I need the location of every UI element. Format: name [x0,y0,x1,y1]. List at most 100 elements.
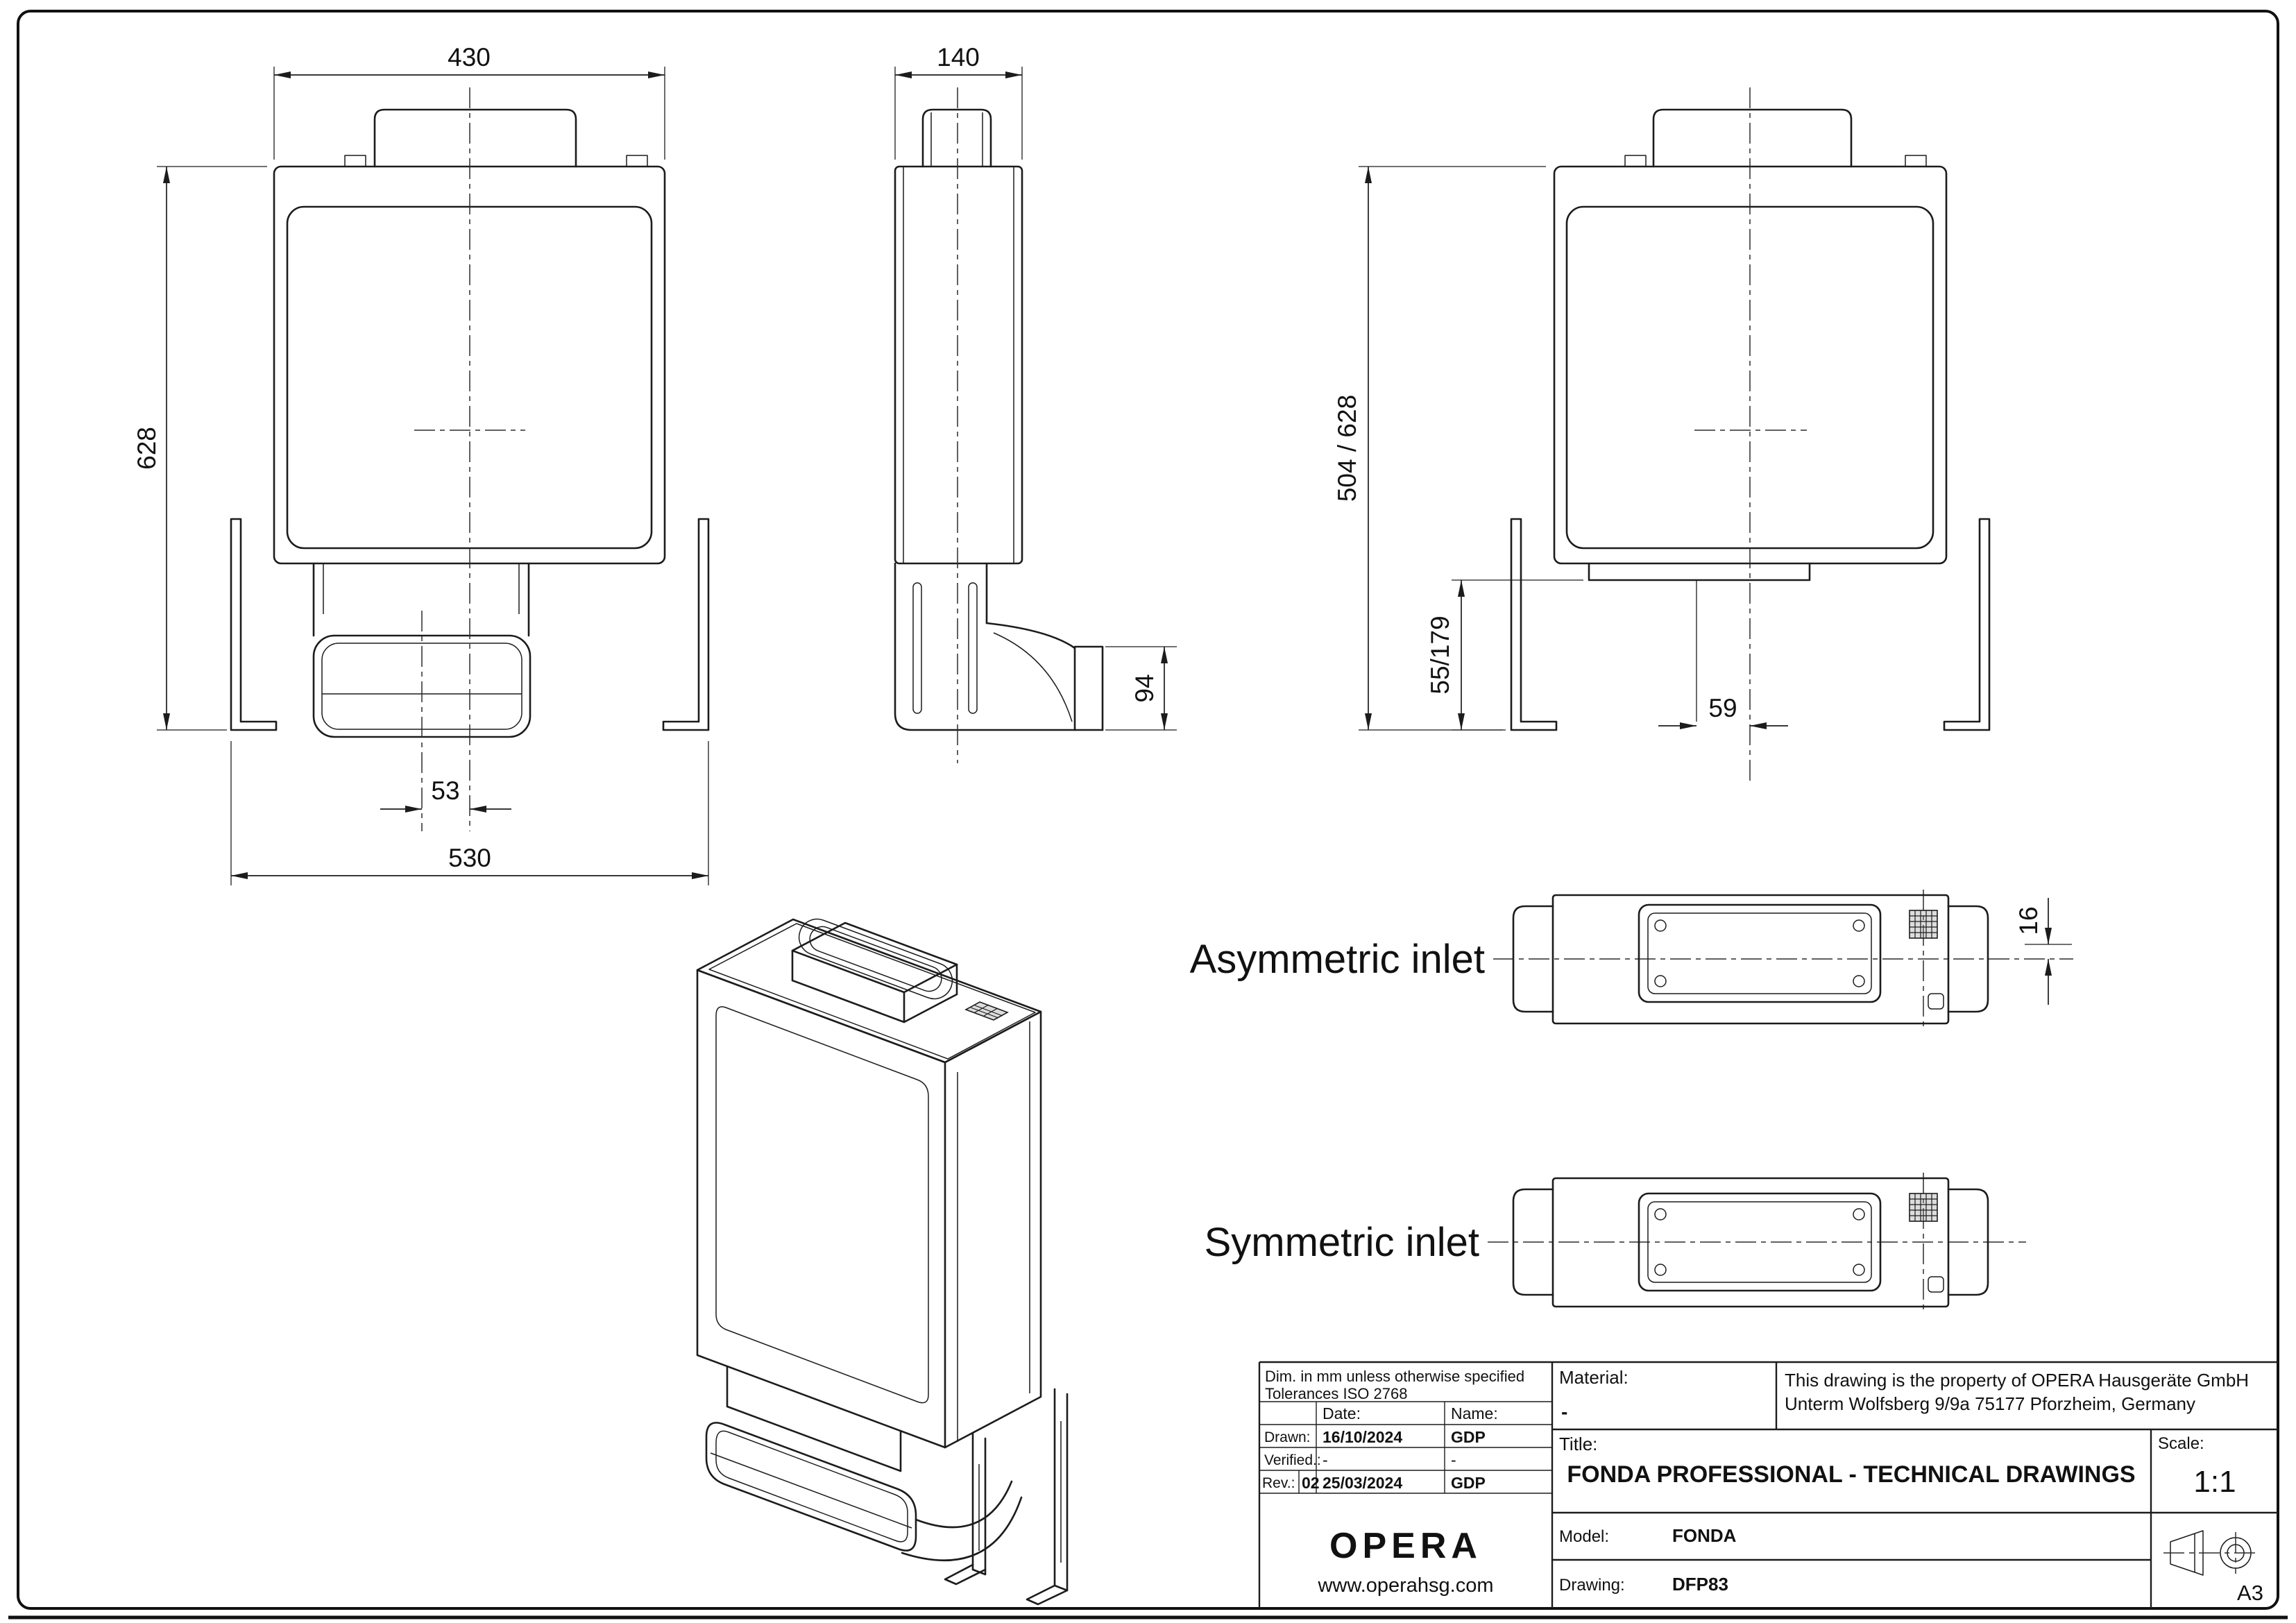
symmetric-inlet-label: Symmetric inlet [1205,1220,1479,1265]
sym-connector-grid-lines [1910,1193,1937,1221]
side-outlet-flange [1073,645,1104,731]
dim-front-overall-width: 530 [230,741,709,885]
asymmetric-inlet-label: Asymmetric inlet [1190,937,1485,982]
front-inlet-adapter [373,108,577,168]
asym-opening-outer [1638,903,1882,1003]
sym-screw [1654,1264,1667,1276]
sym-opening-outer [1638,1192,1882,1292]
sym-right-cap [1947,1188,1989,1296]
front-top-clip-right [626,155,648,167]
front-funnel-inner [323,563,520,614]
iso-side-face [944,1010,1042,1449]
iso-outlet [705,1422,917,1552]
sym-opening-inner [1647,1201,1872,1283]
dim-text-430: 430 [448,43,491,71]
rev-date: 25/03/2024 [1323,1474,1402,1492]
iso-adapter-opening-outer [798,918,953,1000]
iso-funnel [726,1365,902,1472]
side-adapter-walls [930,112,983,167]
dim-text-59: 59 [1708,694,1737,722]
dim-rear-offset: 59 [1658,694,1788,729]
sym-body [1551,1177,1950,1308]
material-label: Material: [1559,1367,1629,1388]
rear-funnel-strip [1588,562,1811,581]
dim-text-628: 628 [133,427,161,470]
sheet-border [8,10,2288,1620]
sym-screw [1853,1264,1865,1276]
side-elbow-outer [985,622,1076,649]
asym-opening-inner [1647,912,1872,994]
title-block-dividers [1551,1362,2278,1608]
property-note-line2: Unterm Wolfsberg 9/9a 75177 Pforzheim, G… [1785,1393,2195,1414]
dim-text-55-179: 55/179 [1426,615,1454,694]
dim-front-outlet-offset: 53 [380,776,511,813]
rear-bracket-right [1943,518,1991,731]
iso-outlet-inner [715,1430,908,1543]
rear-top-clip-right [1905,155,1927,167]
dim-side-outlet-height: 94 [1105,646,1177,731]
dim-inlet-offset: 16 [2014,898,2072,1005]
drawing-number-label: Drawing: [1559,1576,1625,1595]
side-inlet-adapter [921,108,992,168]
top-view-asymmetric: Asymmetric inlet 16 [1190,890,2073,1028]
iso-front-face [696,969,946,1449]
isometric-view [696,918,1069,1606]
dim-note-line2: Tolerances ISO 2768 [1265,1385,1407,1402]
dim-front-top-width: 430 [273,43,665,160]
dim-rear-bracket: 55/179 [1426,579,1583,731]
sym-screw [1853,1208,1865,1221]
dim-rear-height: 504 / 628 [1333,166,1546,731]
table-name-header: Name: [1451,1404,1498,1422]
iso-adapter-sides [791,949,958,1023]
property-note-line1: This drawing is the property of OPERA Ha… [1785,1370,2249,1391]
iso-side-seams [957,1021,1030,1442]
iso-foot-front [944,1563,987,1586]
sym-tab [1928,1276,1944,1293]
sym-left-cap [1512,1188,1554,1296]
asym-body [1551,894,1950,1025]
front-funnel-sides [312,562,530,637]
side-elbow-seam [993,632,1073,722]
rev-label: Rev.: [1262,1475,1295,1491]
rear-top-clip-left [1624,155,1647,167]
side-slot-right [968,582,978,714]
asym-connector-grid-lines [1910,910,1937,938]
title-block: Dim. in mm unless otherwise specified To… [1258,1361,2278,1608]
drawn-date: 16/10/2024 [1323,1428,1402,1446]
top-view-symmetric: Symmetric inlet [1205,1173,2026,1311]
projection-crosshair [2163,1532,2256,1574]
side-slot-left [912,582,922,714]
dim-text-504-628: 504 / 628 [1333,395,1361,502]
drawing-title: FONDA PROFESSIONAL - TECHNICAL DRAWINGS [1567,1461,2135,1488]
first-angle-projection-icon [2163,1530,2256,1576]
table-date-header: Date: [1323,1404,1361,1422]
drawn-name: GDP [1451,1428,1486,1446]
opera-logo: OPERA [1329,1526,1482,1566]
scale-label: Scale: [2158,1434,2204,1453]
dim-front-height: 628 [133,166,267,731]
verified-label: Verified.: [1264,1452,1321,1468]
material-value: - [1561,1401,1567,1422]
iso-front-panel [715,1006,929,1404]
title-label: Title: [1559,1434,1597,1454]
rev-value: 02 [1302,1474,1320,1492]
drawing-number-value: DFP83 [1672,1574,1728,1595]
iso-adapter-top [791,921,958,994]
drawn-label: Drawn: [1264,1429,1311,1445]
iso-adapter-opening-inner [809,926,942,992]
asym-right-cap [1947,905,1989,1013]
iso-top-seam [708,923,1036,1060]
model-value: FONDA [1672,1525,1737,1546]
side-bracket-plate [894,562,1104,731]
iso-outlet-seam [710,1452,912,1529]
front-bracket-right [662,518,710,731]
revision-table-grid [1259,1401,1552,1494]
asym-screw [1654,975,1667,987]
asym-connector-grid [1909,910,1938,939]
iso-foot-rear [1026,1584,1069,1606]
title-block-outline [1258,1361,2278,1608]
dim-note-line1: Dim. in mm unless otherwise specified [1265,1368,1524,1385]
rev-name: GDP [1451,1474,1486,1492]
